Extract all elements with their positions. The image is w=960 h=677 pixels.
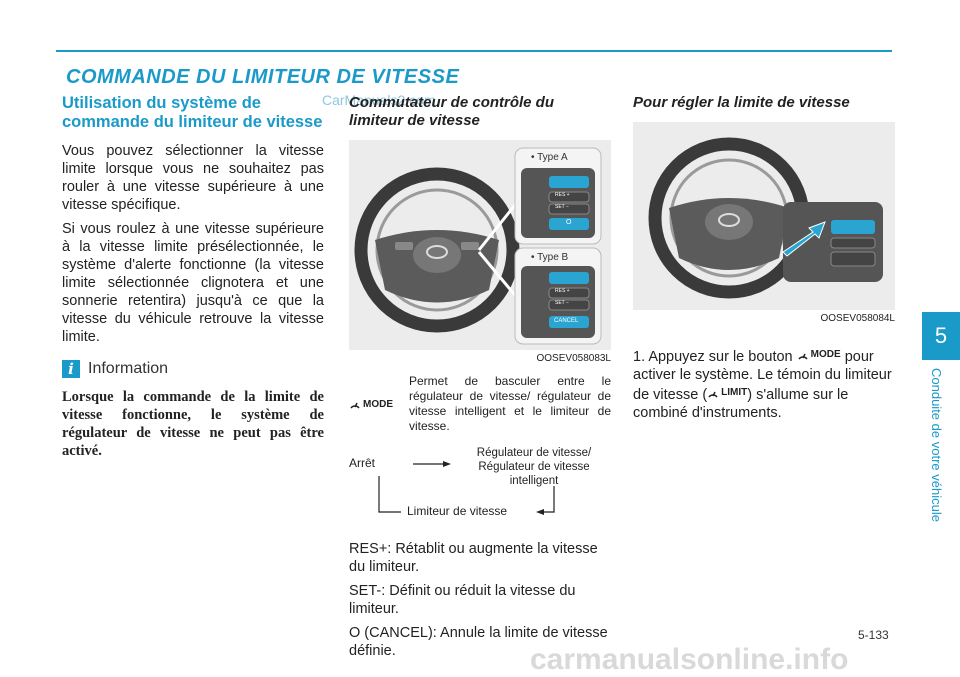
paragraph: Vous pouvez sélectionner la vitesse limi… [62, 143, 324, 213]
figure-code: OOSEV058083L [536, 353, 612, 364]
steering-switch-figure: • Type A • Type B RES + SET − O RES + SE… [349, 140, 611, 350]
step-1-part-b: pour activer le système. Le témoin du li… [633, 349, 892, 403]
subsection-title: Commutateur de contrôle du limiteur de v… [349, 94, 555, 129]
section-title: COMMANDE DU LIMITEUR DE VITESSE [66, 66, 460, 88]
mode-description: Permet de basculer entre le régulateur d… [409, 374, 611, 433]
res-button-label: RES + [555, 288, 570, 294]
speed-limiter-icon [708, 391, 718, 398]
limit-badge: LIMIT [707, 384, 747, 402]
mode-label: MODE [810, 349, 841, 360]
step-1-part-c: ) s'allume sur le combiné d'instruments. [633, 387, 849, 421]
info-icon: i [62, 360, 80, 378]
column-middle: Commutateur de contrôle du limiteur de v… [349, 94, 611, 666]
step-1: 1. Appuyez sur le bouton MODE pour activ… [633, 346, 895, 422]
chapter-title: Conduite de votre véhicule [929, 368, 944, 522]
set-definition: SET-: Définit ou réduit la vitesse du li… [349, 583, 576, 617]
type-b-label: • Type B [531, 252, 569, 263]
res-definition: RES+: Rétablit ou augmente la vitesse du… [349, 541, 598, 575]
limit-label: LIMIT [721, 387, 748, 398]
steering-wheel-illustration [648, 137, 883, 299]
chapter-tab: 5 [922, 312, 960, 360]
flow-off: Arrêt [349, 456, 376, 470]
mode-badge: MODE [349, 374, 409, 434]
paragraph: Si vous roulez à une vitesse supérieure … [62, 221, 324, 345]
cancel-definition: O (CANCEL): Annule la limite de vitesse … [349, 625, 608, 659]
information-body: Lorsque la commande de la limite de vite… [62, 389, 324, 459]
footer-watermark: carmanualsonline.info [530, 643, 849, 676]
step-1-part-a: 1. Appuyez sur le bouton [633, 349, 793, 365]
speedometer-icon [350, 402, 360, 409]
page-number: 5-133 [858, 628, 889, 642]
subsection-title: Pour régler la limite de vitesse [633, 94, 850, 111]
set-button-label: SET − [555, 300, 569, 306]
res-button-label: RES + [555, 192, 570, 198]
speedometer-icon [798, 353, 808, 360]
type-a-label: • Type A [531, 152, 568, 163]
header-rule [56, 50, 892, 52]
set-button-label: SET − [555, 204, 569, 210]
mode-definition: MODE Permet de basculer entre le régulat… [349, 374, 611, 434]
information-header: i Information [62, 360, 324, 378]
cancel-button-label: CANCEL [554, 318, 579, 324]
column-left: Utilisation du système de commande du li… [62, 94, 324, 460]
flow-cruise: Régulateur de vitesse/ Régulateur de vit… [476, 447, 592, 487]
flow-limiter: Limiteur de vitesse [407, 504, 508, 518]
figure-code: OOSEV058084L [820, 313, 896, 324]
chapter-title-container: Conduite de votre véhicule [929, 368, 953, 558]
mode-flow-diagram: Arrêt Régulateur de vitesse/ Régulateur … [349, 446, 611, 528]
mode-label: MODE [363, 398, 393, 410]
information-title: Information [88, 360, 169, 377]
mode-badge: MODE [797, 346, 841, 364]
steering-mode-figure [633, 122, 895, 310]
subsection-title: Utilisation du système de commande du li… [62, 94, 323, 131]
watermark: CarManuals2.com [322, 92, 436, 108]
o-button-label: O [566, 219, 572, 226]
column-right: Pour régler la limite de vitesse OOSEV05… [633, 94, 895, 422]
steering-wheel-illustration [354, 147, 602, 345]
button-definitions: RES+: Rétablit ou augmente la vitesse du… [349, 540, 611, 660]
